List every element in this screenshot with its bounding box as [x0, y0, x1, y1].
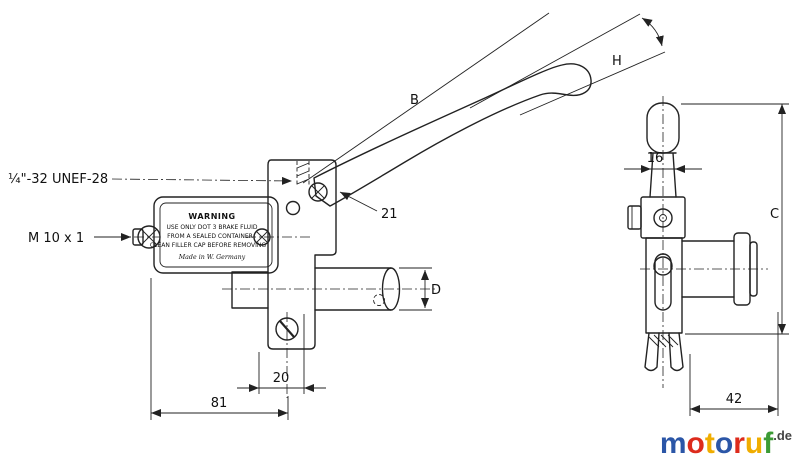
cylinder-bore-right — [314, 267, 392, 311]
logo-letter: t — [704, 427, 715, 460]
logo-letter: r — [733, 427, 745, 460]
brake-lever — [313, 63, 592, 207]
dim-label-42: 42 — [726, 392, 743, 407]
bottom-fork — [644, 332, 684, 372]
bolt-hatch — [296, 162, 310, 185]
ext-lines-c — [681, 103, 789, 335]
ext-lines-d — [399, 267, 432, 311]
ext-lines-20 — [258, 314, 305, 394]
site-logo: motoruf.de — [660, 429, 792, 459]
side-view — [627, 102, 758, 372]
pivot-screw-cross — [311, 185, 325, 199]
dim-label-c: C — [770, 207, 779, 222]
side-body — [645, 237, 683, 334]
body-slot — [654, 253, 672, 311]
dim-label-h: H — [612, 54, 622, 69]
lever-pivot-screw — [308, 182, 328, 202]
ext-lines-81 — [150, 278, 289, 420]
leader-line-21 — [339, 191, 378, 212]
dim-label-81: 81 — [211, 396, 228, 411]
bracket-hole — [285, 200, 301, 216]
hidden-bolt-lines — [296, 161, 310, 187]
dim-label-20: 20 — [273, 371, 290, 386]
fluid-reservoir — [153, 196, 279, 274]
logo-letter: f — [763, 427, 774, 460]
logo-letter: o — [686, 427, 705, 460]
logo-suffix: .de — [773, 428, 792, 443]
bleed-screw — [275, 317, 299, 341]
knob-stem — [649, 152, 677, 198]
logo-letter: m — [659, 427, 687, 460]
logo-letter: o — [714, 427, 734, 460]
warning-line-4: Made in W. Germany — [178, 254, 246, 261]
front-view: WARNING USE ONLY DOT 3 BRAKE FLUID FROM … — [132, 63, 592, 350]
reservoir-screw — [253, 228, 271, 246]
fitting-stub — [132, 228, 144, 246]
leader-line-unef — [111, 176, 293, 185]
dim-label-21: 21 — [381, 207, 398, 222]
fitting-screw-cross — [141, 229, 157, 245]
bleed-screw-slot — [279, 320, 295, 338]
slot-eye — [653, 256, 673, 276]
logo-letter: u — [744, 427, 764, 460]
dim-label-b: B — [410, 93, 419, 108]
warning-line-2: FROM A SEALED CONTAINER — [167, 233, 253, 240]
clamp-boss-center — [659, 214, 667, 222]
clamp-bolt-head — [627, 205, 642, 230]
thread-label-unef: ¼"-32 UNEF-28 — [8, 172, 108, 187]
dim-label-d: D — [431, 283, 441, 298]
leader-line-b — [302, 12, 550, 184]
warning-title: WARNING — [188, 212, 235, 221]
cylinder-bore-left — [231, 271, 269, 309]
reservoir-screw-cross — [256, 231, 268, 243]
warning-line-1: USE ONLY DOT 3 BRAKE FLUID — [167, 224, 258, 231]
dimension-annotations: B H 21 ¼"-32 UNEF-28 M 10 x 1 D 20 — [8, 12, 789, 420]
bore-end — [381, 267, 401, 311]
outlet-hole-hidden — [373, 294, 385, 306]
thread-label-m10: M 10 x 1 — [28, 231, 84, 246]
clamp-boss — [653, 208, 673, 228]
warning-line-3: CLEAN FILLER CAP BEFORE REMOVING — [150, 242, 266, 249]
angle-arc-h — [641, 17, 664, 47]
lever-travel-line-1 — [469, 13, 641, 109]
lever-travel-line-2 — [519, 51, 666, 116]
fork-hatch — [648, 334, 679, 348]
left-fitting-cap — [137, 225, 161, 249]
outlet-cylinder — [681, 240, 735, 298]
outlet-cap — [749, 241, 758, 297]
mounting-bracket-body — [267, 159, 337, 350]
dim-label-16: 16 — [647, 151, 664, 166]
